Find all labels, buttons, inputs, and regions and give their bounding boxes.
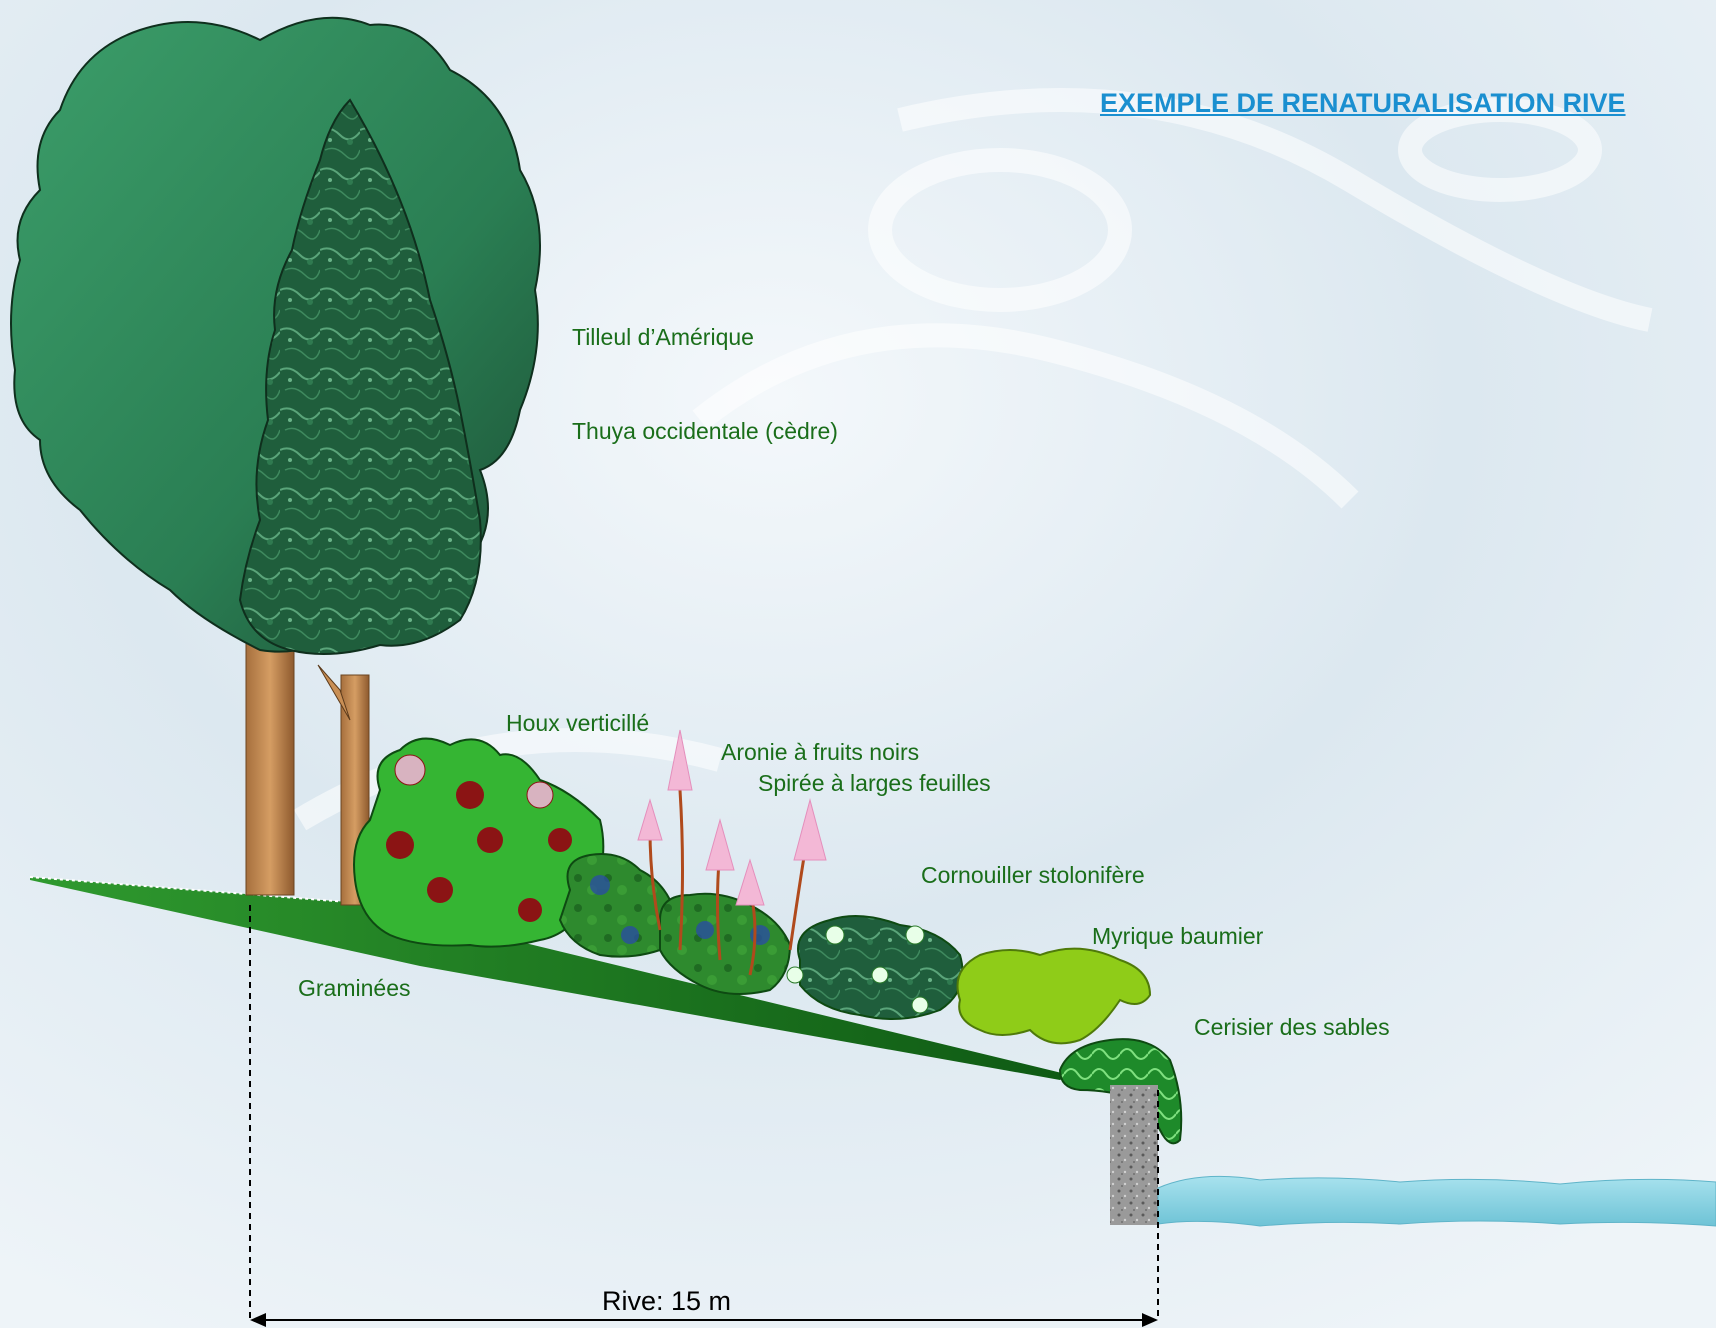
houx-berries [386, 781, 572, 922]
label-spiree: Spirée à larges feuilles [758, 770, 991, 796]
label-myrique: Myrique baumier [1092, 923, 1264, 949]
thuya-crown [238, 98, 482, 655]
stone-wall [1110, 1085, 1158, 1225]
tilleul-trunk [245, 639, 295, 896]
grass-slope [30, 877, 1070, 1080]
label-cornouiller: Cornouiller stolonifère [921, 862, 1145, 888]
label-thuya: Thuya occidentale (cèdre) [572, 418, 838, 444]
diagram-title: EXEMPLE DE RENATURALISATION RIVE [1100, 88, 1626, 118]
aronie-fruits [590, 875, 770, 945]
spiree-flowers [637, 729, 827, 906]
label-aronie: Aronie à fruits noirs [721, 739, 920, 765]
label-houx: Houx verticillé [506, 710, 650, 736]
houx-flowers [394, 754, 554, 809]
label-graminees: Graminées [298, 975, 411, 1001]
dimension-arrow-right [1142, 1313, 1158, 1327]
dimension-label: Rive: 15 m [602, 1286, 732, 1316]
myrique-shrub [956, 947, 1152, 1045]
grass-edge [29, 876, 361, 904]
water [1157, 1175, 1716, 1227]
dimension-arrow-left [250, 1313, 266, 1327]
thuya-broken-branch [317, 664, 351, 721]
label-tilleul: Tilleul d’Amérique [572, 324, 754, 350]
label-cerisier: Cerisier des sables [1194, 1014, 1390, 1040]
cornouiller-flowers [786, 925, 929, 1014]
